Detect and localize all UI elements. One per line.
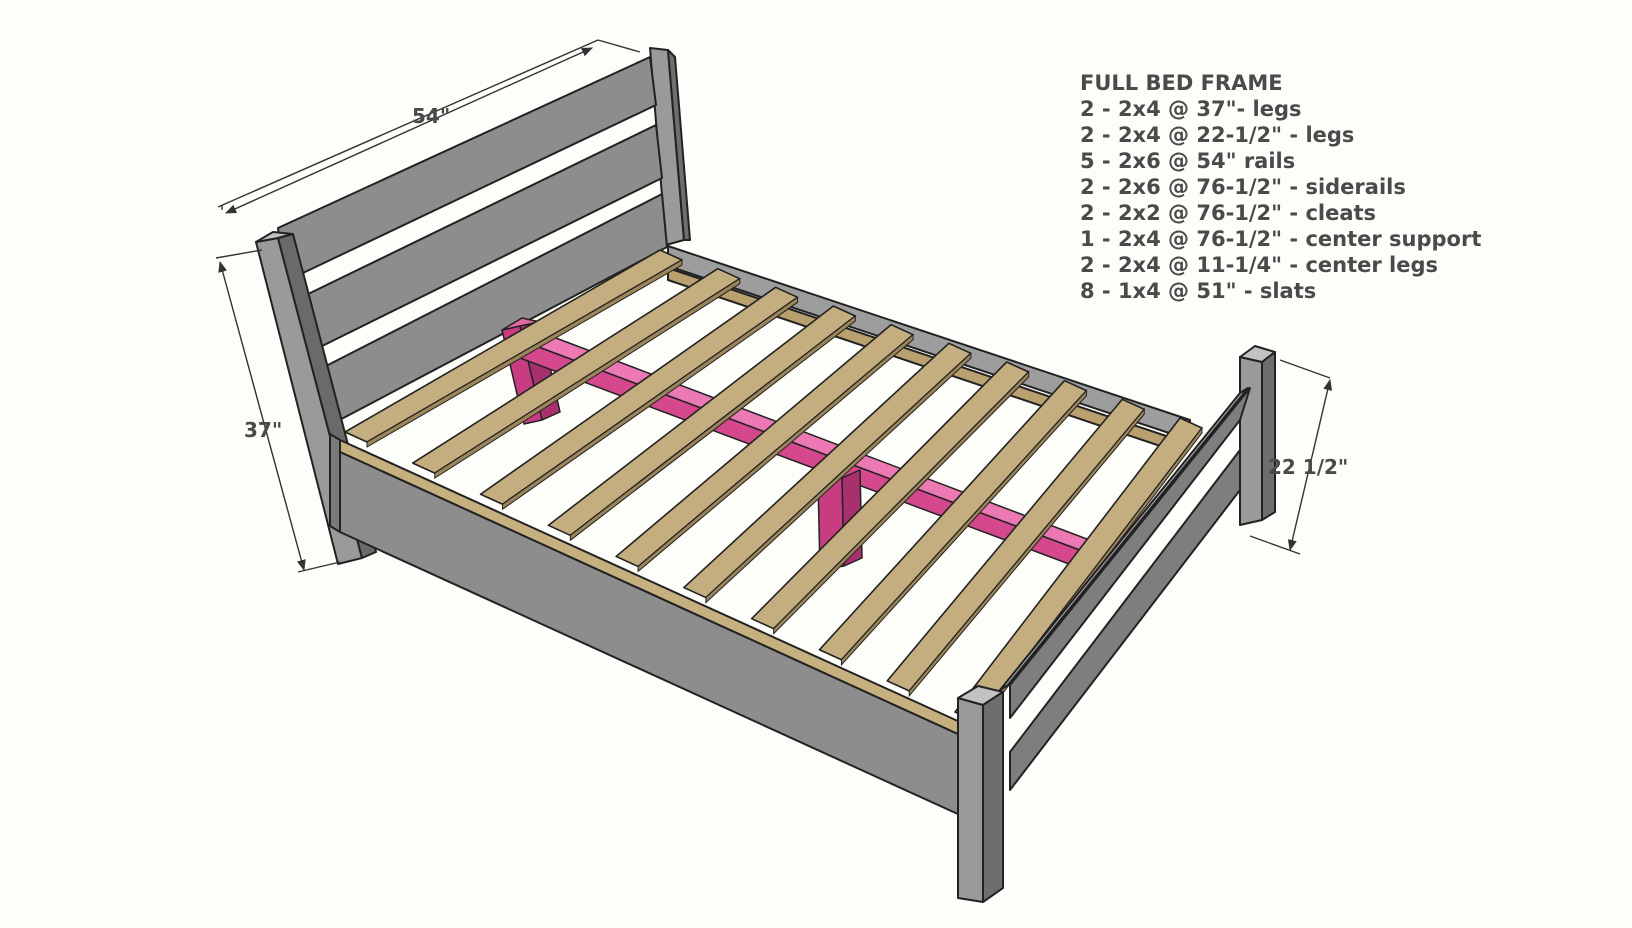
cut-list-item: 1 - 2x4 @ 76-1/2" - center support xyxy=(1080,227,1482,251)
width-dimension-line xyxy=(224,47,594,214)
cut-list-item: 2 - 2x2 @ 76-1/2" - cleats xyxy=(1080,201,1377,225)
footboard-rear-leg xyxy=(1239,356,1263,526)
dimension-lines xyxy=(215,39,1333,573)
slat-edge xyxy=(908,407,1145,698)
cut-list: FULL BED FRAME 2 - 2x4 @ 37"- legs 2 - 2… xyxy=(1080,70,1481,304)
slat-edge xyxy=(840,389,1087,667)
footboard-front-leg xyxy=(957,697,984,903)
footboard-height-line xyxy=(1287,378,1333,552)
headboard-height-line xyxy=(218,260,306,572)
cut-list-item: 8 - 1x4 @ 51" - slats xyxy=(1080,279,1317,303)
slat-edge xyxy=(569,314,856,542)
cut-list-item: 2 - 2x4 @ 37"- legs xyxy=(1080,97,1302,121)
slat-edge xyxy=(434,277,741,480)
cut-list-item: 2 - 2x4 @ 22-1/2" - legs xyxy=(1080,123,1355,147)
footboard-height-label: 22 1/2" xyxy=(1268,455,1349,479)
slat-edge xyxy=(366,259,683,448)
footboard-rail-bottom xyxy=(1009,449,1241,791)
headboard-height-label: 37" xyxy=(244,418,283,442)
cut-list-item: 2 - 2x4 @ 11-1/4" - center legs xyxy=(1080,253,1439,277)
slats xyxy=(344,249,1203,729)
cut-list-item: 5 - 2x6 @ 54" rails xyxy=(1080,149,1296,173)
width-dimension-label: 54" xyxy=(412,104,451,128)
cut-list-item: 2 - 2x6 @ 76-1/2" - siderails xyxy=(1080,175,1406,199)
footboard-rail-top xyxy=(1009,387,1251,719)
cut-list-title: FULL BED FRAME xyxy=(1080,71,1283,95)
slat-edge xyxy=(773,370,1030,635)
slat-edge xyxy=(705,352,972,604)
footboard xyxy=(957,345,1276,903)
slat-edge xyxy=(637,333,914,573)
slat-edge xyxy=(502,296,799,511)
